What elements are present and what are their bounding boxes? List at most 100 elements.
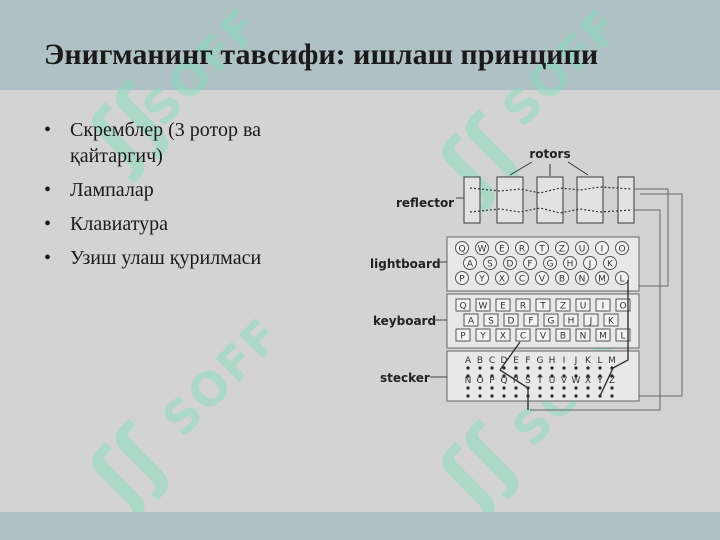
key: [535, 298, 551, 312]
key: [595, 298, 611, 312]
lamp-letter: R: [519, 245, 525, 255]
plug-socket: [538, 366, 542, 370]
lamp: [503, 256, 517, 270]
plug-letter: G: [537, 356, 544, 366]
key: [455, 298, 471, 312]
bullet-item: •Скремблер (3 ротор ва қайтаргич): [44, 117, 324, 169]
plug-letter: L: [597, 356, 602, 366]
key-letter: B: [560, 332, 566, 342]
key: [535, 328, 551, 342]
bullet-marker: •: [44, 119, 52, 141]
plug-letter: I: [563, 356, 566, 366]
bullet-text: Узиш улаш қурилмаси: [70, 247, 262, 269]
plug-socket: [526, 366, 530, 370]
lamp: [515, 241, 529, 255]
key: [523, 313, 539, 327]
plug-socket: [526, 374, 530, 378]
scrambler: [463, 176, 635, 224]
key: [595, 328, 611, 342]
lamp: [515, 271, 529, 285]
plug-letter: D: [501, 356, 508, 366]
plug-socket: [574, 374, 578, 378]
lamp-letter: F: [527, 260, 532, 270]
key: [583, 313, 599, 327]
plug-socket: [586, 386, 590, 390]
key-letter: K: [608, 317, 615, 327]
plug-socket: [514, 394, 518, 398]
plug-socket: [538, 374, 542, 378]
scrambler-frame: [530, 188, 683, 411]
key: [495, 298, 511, 312]
key: [475, 298, 491, 312]
lamp: [523, 256, 537, 270]
rotors-label: rotors: [529, 147, 570, 161]
footer-bar: [0, 512, 720, 540]
key: [615, 328, 631, 342]
plug-socket: [538, 394, 542, 398]
key: [575, 328, 591, 342]
lamp: [535, 271, 549, 285]
key-letter: A: [468, 317, 475, 327]
lamp: [595, 241, 609, 255]
plug-socket: [538, 386, 542, 390]
bullet-list: •Скремблер (3 ротор ва қайтаргич) •Лампа…: [44, 117, 324, 279]
lamp: [455, 241, 469, 255]
lamp-letter: J: [588, 260, 592, 270]
plug-letter: P: [489, 376, 495, 386]
lamp: [595, 271, 609, 285]
key-letter: M: [599, 332, 607, 342]
title-bar: [0, 0, 720, 90]
plug-socket: [514, 366, 518, 370]
lamp-letter: V: [539, 275, 546, 285]
lamp-letter: Z: [559, 245, 565, 255]
plug-socket: [502, 366, 506, 370]
lamp-letter: C: [519, 275, 525, 285]
key-letter: R: [520, 302, 526, 312]
plug-letter: J: [574, 356, 578, 366]
reflector-block: [463, 176, 481, 224]
key: [503, 313, 519, 327]
plug-socket: [574, 394, 578, 398]
key: [495, 328, 511, 342]
plug-socket: [514, 374, 518, 378]
key-letter: Y: [479, 332, 486, 342]
plug-letter: C: [489, 356, 495, 366]
plug-socket: [466, 394, 470, 398]
plug-letter: K: [585, 356, 592, 366]
key: [475, 328, 491, 342]
lamp-letter: H: [567, 260, 574, 270]
plug-socket: [574, 386, 578, 390]
key-letter: F: [528, 317, 533, 327]
plug-socket: [562, 366, 566, 370]
lamp: [463, 256, 477, 270]
plug-socket: [466, 366, 470, 370]
lamp-letter: W: [478, 245, 487, 255]
key-letter: J: [589, 317, 593, 327]
key-letter: G: [548, 317, 555, 327]
watermark-logo-icon: ʃʃ: [71, 410, 185, 523]
lamp: [583, 256, 597, 270]
lamp-letter: X: [499, 275, 505, 285]
plug-socket: [490, 374, 494, 378]
stecker-label: stecker: [380, 371, 430, 385]
key: [603, 313, 619, 327]
key-letter: X: [500, 332, 506, 342]
plug-socket: [502, 386, 506, 390]
lamp-letter: E: [499, 245, 505, 255]
plug-letter: X: [585, 376, 591, 386]
key-letter: T: [539, 302, 546, 312]
plug-letter: F: [525, 356, 530, 366]
key: [515, 328, 531, 342]
key-letter: O: [619, 302, 626, 312]
lamp: [483, 256, 497, 270]
plug-socket: [574, 366, 578, 370]
plug-socket: [478, 366, 482, 370]
lamp: [555, 271, 569, 285]
key: [563, 313, 579, 327]
bullet-marker: •: [44, 213, 52, 235]
plug-socket: [610, 374, 614, 378]
lamp-letter: P: [459, 275, 465, 285]
plug-letter: V: [561, 376, 568, 386]
